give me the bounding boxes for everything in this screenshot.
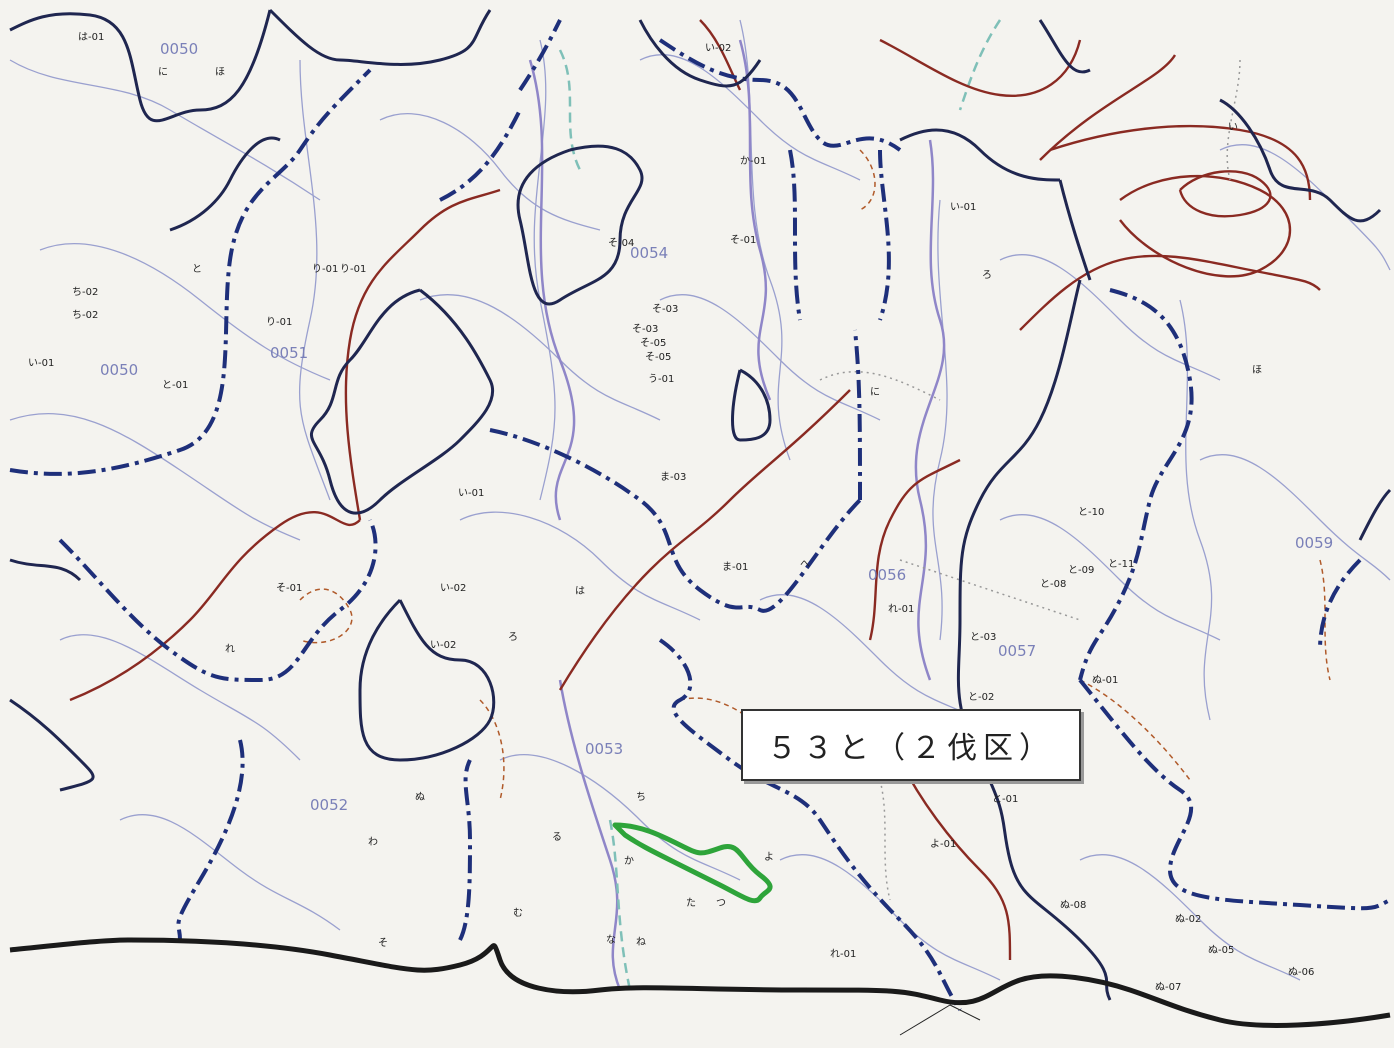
- sub-label: そ-03: [632, 323, 658, 335]
- compartment-boundaries: [9, 19, 1391, 1012]
- sub-label: そ-03: [652, 303, 678, 315]
- compartment-label-0053: 0053: [585, 740, 623, 758]
- sub-label: れ: [225, 643, 235, 655]
- compartment-label-0059: 0059: [1295, 534, 1333, 552]
- sub-label: と-01: [992, 793, 1018, 805]
- sub-label: そ-05: [640, 337, 666, 349]
- compartment-label-0054: 0054: [630, 244, 668, 262]
- sub-label: ろ: [508, 632, 518, 643]
- stand-title-label: ５３と（２伐区）: [741, 709, 1081, 781]
- compartment-label-0052: 0052: [310, 796, 348, 814]
- sub-label: と-02: [968, 691, 994, 703]
- sub-compartment-lines: [9, 19, 1391, 981]
- sub-label: に: [158, 66, 168, 78]
- subcompartment-labels: は-01 に ほ ち-02 ち-02 と り-01 り-01 り-01 と-01…: [28, 31, 1314, 993]
- sub-label: ま-01: [722, 561, 748, 573]
- sub-label: り-01: [266, 316, 292, 328]
- sub-label: う-01: [648, 373, 674, 385]
- sub-label: い-01: [458, 488, 484, 499]
- trail-lines: [299, 149, 1331, 801]
- sub-label: ぬ: [415, 791, 425, 803]
- sub-label: と-03: [970, 631, 996, 643]
- sub-label: と-10: [1078, 506, 1104, 518]
- sub-label: は-01: [78, 31, 104, 43]
- sub-label: れ-01: [830, 948, 856, 960]
- unit-boundaries: [9, 8, 1392, 1001]
- sub-label: そ-04: [608, 237, 634, 249]
- sub-label: か-01: [740, 155, 766, 167]
- sub-label: い-02: [430, 640, 456, 651]
- sub-label: る: [552, 831, 562, 843]
- leader-lines: [899, 1004, 981, 1036]
- sub-label: そ-01: [730, 234, 756, 246]
- compartment-label-0051: 0051: [270, 344, 308, 362]
- sub-label: た: [686, 897, 696, 909]
- dotted-boundary-lines: [819, 59, 1241, 901]
- sub-label: と: [192, 263, 202, 275]
- stand-title-text: ５３と（２伐区）: [767, 731, 1055, 766]
- highlighted-stand-outline: [612, 822, 773, 904]
- sub-label: ぬ-01: [1092, 674, 1118, 686]
- minor-stream-lines: [558, 19, 1002, 991]
- sub-label: な: [606, 934, 616, 946]
- sub-label: と-08: [1040, 578, 1066, 590]
- sub-label: い: [1228, 122, 1238, 133]
- sub-label: ぬ-05: [1208, 944, 1234, 956]
- sub-label: は: [575, 585, 585, 597]
- sub-label: そ-05: [645, 351, 671, 363]
- sub-label: い-01: [28, 358, 54, 369]
- compartment-label-0050-north: 0050: [160, 40, 198, 58]
- sub-label: り-01: [312, 263, 338, 275]
- sub-label: い-02: [705, 43, 731, 54]
- sub-label: ま-03: [660, 471, 686, 483]
- sub-label: ぬ-06: [1288, 966, 1314, 978]
- sub-label: ち: [636, 791, 646, 803]
- sub-label: ち-02: [72, 309, 98, 321]
- sub-label: そ-01: [276, 582, 302, 594]
- sub-label: ほ: [215, 66, 225, 78]
- sub-label: へ: [800, 559, 810, 570]
- sub-label: と-09: [1068, 564, 1094, 576]
- sub-label: ね: [636, 936, 646, 948]
- main-boundary-line: [9, 937, 1391, 1028]
- sub-label: ぬ-07: [1155, 981, 1181, 993]
- sub-label: り-01: [340, 263, 366, 275]
- sub-label: に: [870, 386, 880, 398]
- sub-label: と-01: [162, 379, 188, 391]
- compartment-label-0056: 0056: [868, 566, 906, 584]
- sub-label: ぬ-08: [1060, 899, 1086, 911]
- sub-label: そ: [378, 937, 388, 949]
- sub-label: よ: [764, 851, 774, 863]
- sub-label: つ: [716, 898, 726, 909]
- sub-label: ぬ-02: [1175, 913, 1201, 925]
- sub-label: ほ: [1252, 364, 1262, 376]
- sub-label: む: [513, 907, 523, 919]
- compartment-labels: 0050 0050 0051 0052 0053 0054 0056 0057 …: [100, 40, 1333, 814]
- stream-lines: [528, 39, 946, 991]
- sub-label: よ-01: [930, 838, 956, 850]
- road-lines: [69, 19, 1321, 961]
- compartment-label-0050-west: 0050: [100, 361, 138, 379]
- sub-label: と-11: [1108, 558, 1134, 570]
- sub-label: わ: [368, 836, 378, 848]
- sub-label: い-01: [950, 202, 976, 213]
- sub-label: れ-01: [888, 603, 914, 615]
- sub-label: か: [624, 855, 634, 867]
- sub-label: い-02: [440, 583, 466, 594]
- sub-label: ろ: [982, 270, 992, 281]
- compartment-label-0057: 0057: [998, 642, 1036, 660]
- sub-label: ち-02: [72, 286, 98, 298]
